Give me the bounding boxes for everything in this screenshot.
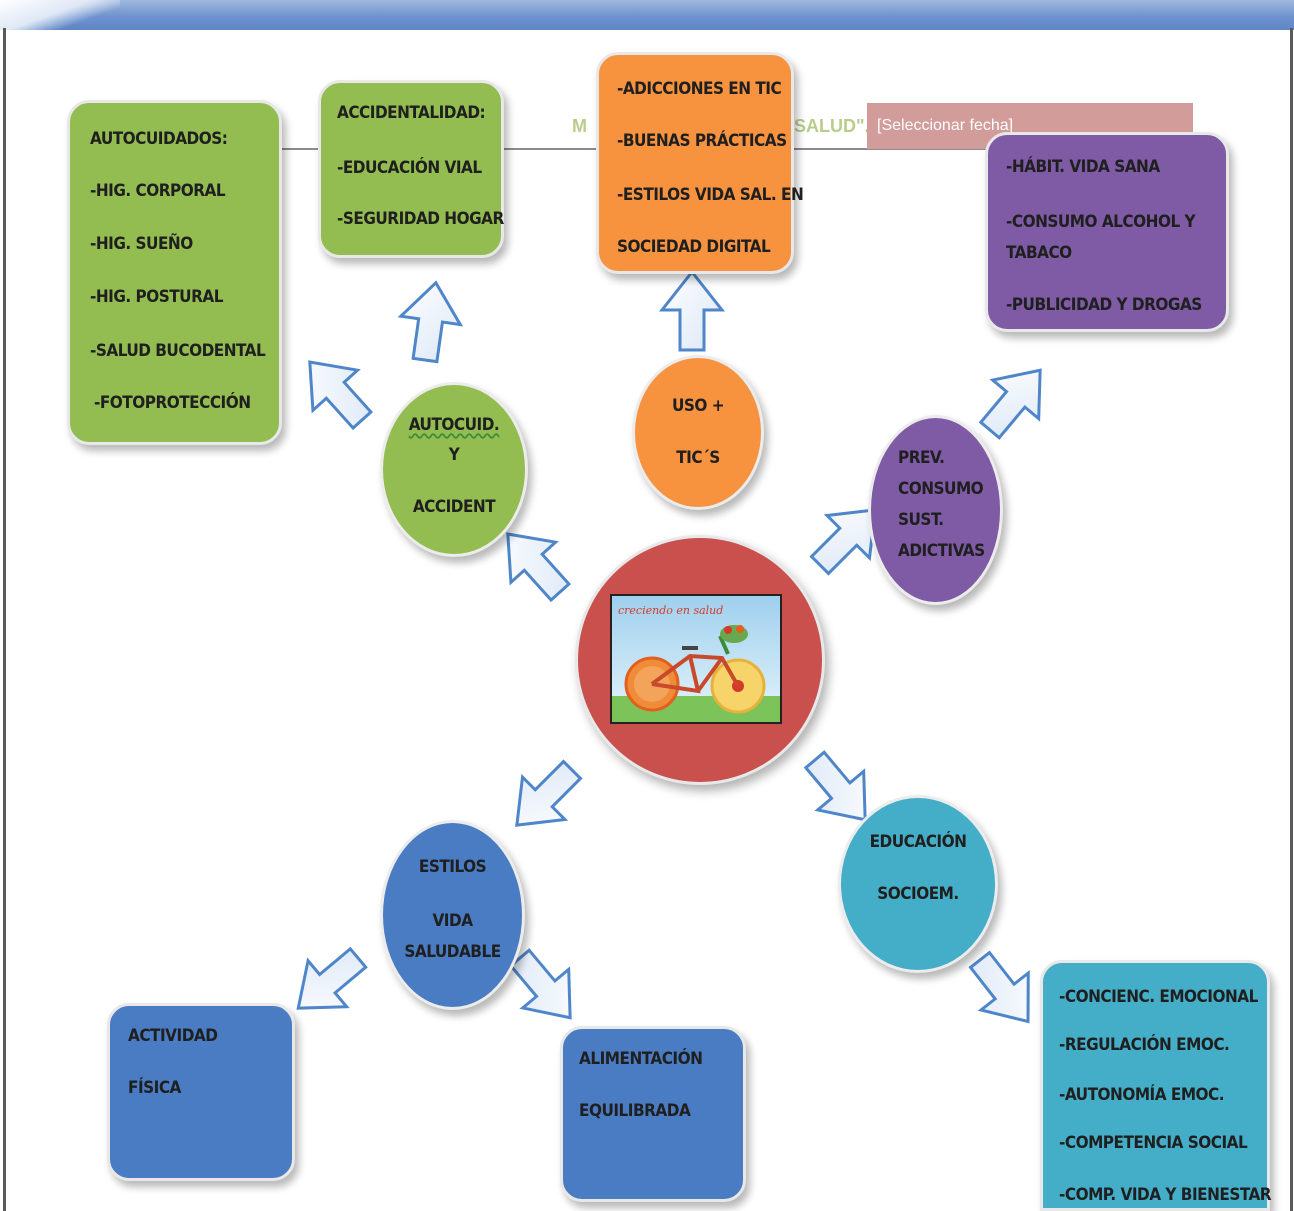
- box-line: -FOTOPROTECCIÓN: [94, 393, 251, 413]
- box-line: -SEGURIDAD HOGAR: [337, 209, 504, 229]
- box-line: -CONSUMO ALCOHOL Y: [1006, 212, 1196, 232]
- box-line: -ESTILOS VIDA SAL. EN: [617, 185, 804, 205]
- box-alimentacion: ALIMENTACIÓN EQUILIBRADA: [560, 1026, 746, 1202]
- node-prev-consumo: PREV. CONSUMO SUST. ADICTIVAS: [868, 415, 1003, 605]
- arrow-to-estilos-node: [515, 759, 583, 827]
- frame-left-border: [3, 28, 6, 1211]
- bicycle-image: creciendo en salud: [610, 594, 782, 724]
- box-line: -CONCIENC. EMOCIONAL: [1059, 987, 1258, 1007]
- node-line: AUTOCUID.: [408, 415, 500, 435]
- box-line: SOCIEDAD DIGITAL: [617, 237, 771, 257]
- node-line: SALUDABLE: [404, 942, 501, 962]
- box-line: ACTIVIDAD: [128, 1026, 218, 1046]
- arrow-to-habitos: [978, 368, 1042, 440]
- node-line: PREV.: [898, 448, 945, 468]
- box-line: -EDUCACIÓN VIAL: [337, 158, 482, 178]
- arrow-up-to-tic: [658, 269, 726, 352]
- box-line: -SALUD BUCODENTAL: [90, 341, 266, 361]
- node-educacion: EDUCACIÓN SOCIOEM.: [838, 795, 998, 973]
- node-line: USO +: [671, 396, 725, 416]
- title-fragment-left: M: [572, 116, 588, 136]
- box-line: -REGULACIÓN EMOC.: [1059, 1035, 1230, 1055]
- document-top-bar: [0, 0, 1294, 30]
- box-line: TABACO: [1006, 243, 1072, 263]
- page-fold: [0, 0, 120, 30]
- box-line: FÍSICA: [128, 1078, 181, 1098]
- box-line: -COMP. VIDA Y BIENESTAR: [1059, 1185, 1272, 1205]
- box-accidentalidad: ACCIDENTALIDAD: -EDUCACIÓN VIAL -SEGURID…: [318, 80, 504, 258]
- node-uso-tics: USO + TIC´S: [632, 355, 764, 510]
- bicycle-illustration: creciendo en salud: [612, 596, 780, 722]
- node-autocuid: AUTOCUID. Y ACCIDENT: [380, 382, 528, 557]
- frame-right-border: [1290, 28, 1293, 1211]
- node-estilos: ESTILOS VIDA SALUDABLE: [380, 820, 525, 1010]
- box-line: -HÁBIT. VIDA SANA: [1006, 157, 1160, 177]
- box-line: -ADICCIONES EN TIC: [617, 79, 782, 99]
- box-actividad: ACTIVIDAD FÍSICA: [107, 1003, 295, 1181]
- node-line: SOCIOEM.: [877, 884, 959, 904]
- box-line: AUTOCUIDADOS:: [90, 129, 228, 149]
- node-line: CONSUMO: [898, 479, 984, 499]
- node-line: ACCIDENT: [412, 497, 496, 517]
- arrow-to-emocional: [968, 950, 1030, 1024]
- image-caption: creciendo en salud: [618, 604, 723, 617]
- box-line: -COMPETENCIA SOCIAL: [1059, 1133, 1248, 1153]
- box-habitos: -HÁBIT. VIDA SANA -CONSUMO ALCOHOL Y TAB…: [985, 132, 1229, 332]
- arrow-to-accidentalidad: [397, 280, 464, 364]
- box-emocional: -CONCIENC. EMOCIONAL -REGULACIÓN EMOC. -…: [1040, 960, 1272, 1211]
- box-tic: -ADICCIONES EN TIC -BUENAS PRÁCTICAS -ES…: [596, 52, 804, 274]
- box-line: -PUBLICIDAD Y DROGAS: [1006, 295, 1202, 315]
- arrow-to-autocuidados: [308, 360, 374, 431]
- box-line: EQUILIBRADA: [579, 1101, 691, 1121]
- node-line: EDUCACIÓN: [869, 832, 967, 852]
- node-line: VIDA: [432, 911, 473, 931]
- box-line: ALIMENTACIÓN: [579, 1049, 703, 1069]
- box-line: -HIG. SUEÑO: [90, 234, 193, 254]
- box-line: -HIG. POSTURAL: [90, 287, 223, 307]
- box-line: -AUTONOMÍA EMOC.: [1059, 1085, 1225, 1105]
- node-line: ESTILOS: [418, 857, 487, 877]
- node-line: SUST.: [898, 510, 944, 530]
- box-autocuidados: AUTOCUIDADOS: -HIG. CORPORAL -HIG. SUEÑO…: [67, 100, 282, 445]
- node-line: Y: [448, 445, 460, 465]
- box-line: -HIG. CORPORAL: [90, 181, 226, 201]
- node-line: TIC´S: [676, 448, 720, 468]
- box-line: -BUENAS PRÁCTICAS: [617, 131, 787, 151]
- node-line: ADICTIVAS: [898, 541, 985, 561]
- box-line: ACCIDENTALIDAD:: [337, 103, 486, 123]
- title-fragment-right: SALUD".: [794, 116, 870, 136]
